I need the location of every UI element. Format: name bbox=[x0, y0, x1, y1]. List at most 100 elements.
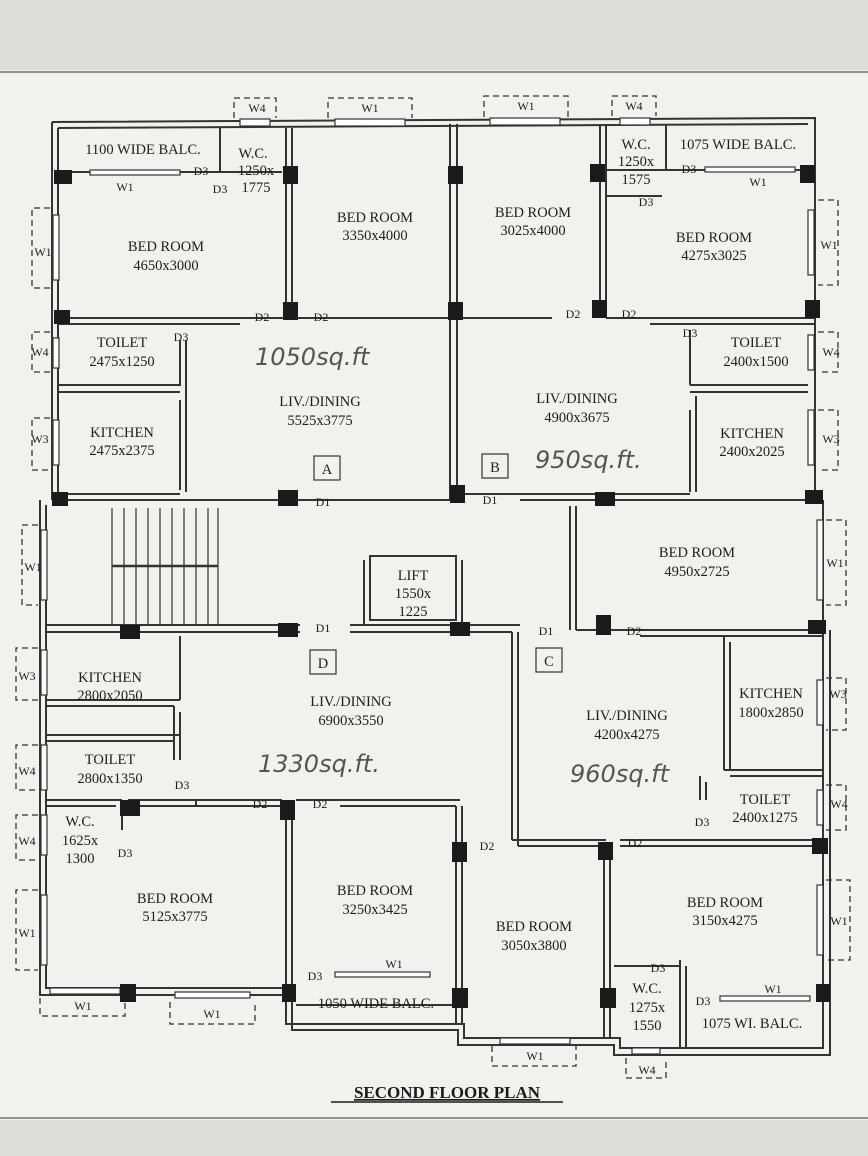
flat-tag-boxes bbox=[309, 453, 563, 675]
bedroom-d1-name: BED ROOM bbox=[137, 891, 213, 907]
balcony-b-label: 1075 WIDE BALC. bbox=[680, 137, 796, 153]
tag-d2: D2 bbox=[622, 307, 637, 321]
tag-w1: W1 bbox=[749, 175, 766, 189]
bedroom-a2-dim: 3350x4000 bbox=[342, 228, 407, 244]
wc-a-dim2: 1775 bbox=[242, 180, 271, 196]
bedroom-d2-name: BED ROOM bbox=[337, 883, 413, 899]
window-projections bbox=[15, 95, 851, 1079]
bedroom-d1-dim: 5125x3775 bbox=[142, 909, 207, 925]
bedroom-c1-name: BED ROOM bbox=[659, 545, 735, 561]
tag-w1: W1 bbox=[830, 914, 847, 928]
tag-d2: D2 bbox=[314, 310, 329, 324]
tag-w1: W1 bbox=[74, 999, 91, 1013]
bedroom-c3-dim: 3150x4275 bbox=[692, 913, 757, 929]
balcony-d-label: 1050 WIDE BALC. bbox=[318, 996, 434, 1012]
bedroom-d2-dim: 3250x3425 bbox=[342, 902, 407, 918]
tag-w3: W3 bbox=[822, 432, 839, 446]
toilet-b-name: TOILET bbox=[731, 335, 782, 351]
tag-d3: D3 bbox=[308, 969, 323, 983]
tag-w3: W3 bbox=[31, 432, 48, 446]
tag-w3: W3 bbox=[18, 669, 35, 683]
toilet-d-dim: 2800x1350 bbox=[77, 771, 142, 787]
tag-d3: D3 bbox=[683, 326, 698, 340]
wc-c-dim2: 1550 bbox=[633, 1018, 662, 1034]
tag-w1: W1 bbox=[24, 560, 41, 574]
bedroom-a1-name: BED ROOM bbox=[128, 239, 204, 255]
toilet-c-name: TOILET bbox=[740, 792, 791, 808]
living-d-dim: 6900x3550 bbox=[318, 713, 383, 729]
wc-c-name: W.C. bbox=[632, 981, 661, 997]
walls bbox=[39, 116, 831, 1056]
lift-name: LIFT bbox=[398, 568, 429, 584]
wc-a-name: W.C. bbox=[238, 146, 267, 162]
toilet-c-dim: 2400x1275 bbox=[732, 810, 797, 826]
tag-d1: D1 bbox=[316, 621, 331, 635]
bedroom-c2-name: BED ROOM bbox=[496, 919, 572, 935]
tag-w4: W4 bbox=[830, 797, 847, 811]
wc-d-dim2: 1300 bbox=[66, 851, 95, 867]
bedroom-c1-dim: 4950x2725 bbox=[664, 564, 729, 580]
tag-w4: W4 bbox=[822, 345, 839, 359]
paper bbox=[0, 70, 868, 1120]
wc-d-dim1: 1625x bbox=[62, 833, 99, 849]
tag-d3: D3 bbox=[213, 182, 228, 196]
flat-d-tag: D bbox=[318, 656, 328, 672]
living-d-name: LIV./DINING bbox=[310, 694, 392, 710]
tag-d3: D3 bbox=[174, 330, 189, 344]
wc-a-dim1: 1250x bbox=[238, 163, 275, 179]
balcony-a-label: 1100 WIDE BALC. bbox=[85, 142, 201, 158]
balcony-c-label: 1075 WI. BALC. bbox=[702, 1016, 802, 1032]
tag-w1: W1 bbox=[203, 1007, 220, 1021]
bedroom-c3-name: BED ROOM bbox=[687, 895, 763, 911]
tag-w4: W4 bbox=[31, 345, 48, 359]
tag-w1: W1 bbox=[517, 99, 534, 113]
toilet-a-dim: 2475x1250 bbox=[89, 354, 154, 370]
tag-d1: D1 bbox=[483, 493, 498, 507]
wc-b-name: W.C. bbox=[621, 137, 650, 153]
bedroom-b2-name: BED ROOM bbox=[676, 230, 752, 246]
tag-w1: W1 bbox=[116, 180, 133, 194]
tag-d2: D2 bbox=[627, 624, 642, 638]
flat-d-area-note: 1330sq.ft. bbox=[258, 750, 380, 778]
tag-w4: W4 bbox=[638, 1063, 655, 1077]
wc-b-dim2: 1575 bbox=[622, 172, 651, 188]
flat-b-tag: B bbox=[490, 460, 500, 476]
toilet-b-dim: 2400x1500 bbox=[723, 354, 788, 370]
kitchen-d-name: KITCHEN bbox=[78, 670, 142, 686]
kitchen-b-name: KITCHEN bbox=[720, 426, 784, 442]
flat-c-area-note: 960sq.ft bbox=[570, 760, 671, 788]
tag-d3: D3 bbox=[696, 994, 711, 1008]
flat-b-area-note: 950sq.ft. bbox=[535, 446, 642, 474]
kitchen-a-dim: 2475x2375 bbox=[89, 443, 154, 459]
living-a-name: LIV./DINING bbox=[279, 394, 361, 410]
tag-d1: D1 bbox=[316, 495, 331, 509]
flat-a-tag: A bbox=[322, 462, 333, 478]
kitchen-b-dim: 2400x2025 bbox=[719, 444, 784, 460]
living-a-dim: 5525x3775 bbox=[287, 413, 352, 429]
opening-tags: W4 W1 W1 W4 W1 W1 D3 D3 D3 D3 W1 W1 D2 D… bbox=[18, 99, 847, 1077]
tag-d2: D2 bbox=[566, 307, 581, 321]
kitchen-d-dim: 2800x2050 bbox=[77, 688, 142, 704]
bedroom-b1-dim: 3025x4000 bbox=[500, 223, 565, 239]
staircase bbox=[111, 508, 219, 624]
tag-d2: D2 bbox=[480, 839, 495, 853]
kitchen-a-name: KITCHEN bbox=[90, 425, 154, 441]
tag-w4: W4 bbox=[18, 764, 35, 778]
plan-title: SECOND FLOOR PLAN bbox=[354, 1083, 541, 1102]
tag-d3: D3 bbox=[651, 961, 666, 975]
tag-w1: W1 bbox=[361, 101, 378, 115]
tag-w1: W1 bbox=[764, 982, 781, 996]
tag-d2: D2 bbox=[255, 310, 270, 324]
tag-w1: W1 bbox=[34, 245, 51, 259]
bedroom-b2-dim: 4275x3025 bbox=[681, 248, 746, 264]
tag-d2: D2 bbox=[253, 797, 268, 811]
bedroom-a2-name: BED ROOM bbox=[337, 210, 413, 226]
tag-w1: W1 bbox=[18, 926, 35, 940]
bedroom-c2-dim: 3050x3800 bbox=[501, 938, 566, 954]
tag-d3: D3 bbox=[194, 164, 209, 178]
tag-w4: W4 bbox=[18, 834, 35, 848]
tag-w1: W1 bbox=[820, 238, 837, 252]
tag-d1: D1 bbox=[539, 624, 554, 638]
